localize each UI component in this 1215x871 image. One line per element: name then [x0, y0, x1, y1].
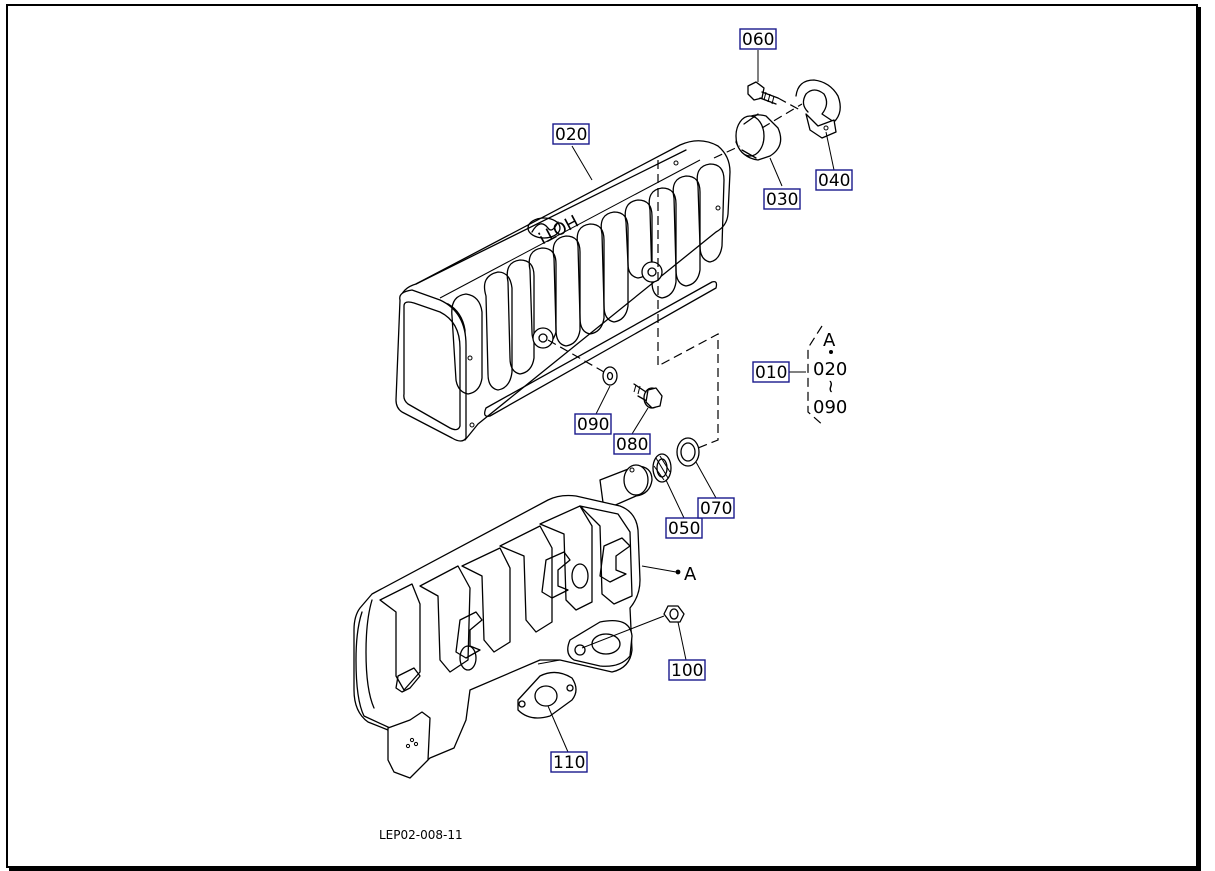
svg-text:110: 110 — [553, 753, 585, 773]
clamp-bolt — [747, 81, 779, 105]
assembly-line-clamp — [761, 103, 803, 129]
part-label-010[interactable]: 010 — [752, 361, 790, 383]
part-label-100[interactable]: 100 — [668, 659, 706, 681]
group-bracket: A 020 ~ 090 — [807, 325, 847, 427]
flange-nut — [663, 605, 685, 623]
tail-pipe — [735, 113, 782, 161]
svg-text:080: 080 — [616, 435, 648, 455]
part-label-050[interactable]: 050 — [665, 517, 703, 539]
muffler-body — [353, 464, 653, 779]
assembly-line-bolt — [777, 97, 801, 111]
part-label-080[interactable]: 080 — [613, 433, 651, 455]
svg-text:060: 060 — [742, 30, 774, 50]
inlet-gasket — [517, 671, 577, 719]
washer — [602, 366, 618, 386]
group-ref-letter: A — [823, 330, 836, 351]
svg-text:050: 050 — [668, 519, 700, 539]
svg-text:070: 070 — [700, 499, 732, 519]
diagram-frame — [6, 4, 1198, 868]
svg-text:020: 020 — [555, 125, 587, 145]
part-label-060[interactable]: 060 — [739, 28, 777, 50]
drawing-code: LEP02-008-11 — [379, 828, 463, 842]
svg-text:040: 040 — [818, 171, 850, 191]
cover-bolt — [633, 383, 663, 409]
band-clamp — [795, 79, 841, 139]
gasket-ring — [652, 453, 672, 483]
reference-mark-a: A — [684, 564, 697, 585]
leader-lines — [537, 50, 835, 753]
part-label-020[interactable]: 020 — [552, 123, 590, 145]
assembly-line-washer — [547, 339, 605, 373]
group-range-start: 020 — [813, 359, 847, 380]
svg-text:100: 100 — [671, 661, 703, 681]
part-label-090[interactable]: 090 — [574, 413, 612, 435]
svg-text:090: 090 — [577, 415, 609, 435]
svg-text:010: 010 — [755, 363, 787, 383]
part-label-110[interactable]: 110 — [550, 751, 588, 773]
part-label-030[interactable]: 030 — [763, 188, 801, 210]
assembly-line-tailpipe — [713, 145, 741, 159]
group-tilde: ~ — [820, 379, 841, 394]
part-label-070[interactable]: 070 — [697, 497, 735, 519]
part-label-040[interactable]: 040 — [815, 169, 853, 191]
heat-shield-cover: HOT! — [395, 140, 731, 442]
group-range-end: 090 — [813, 397, 847, 418]
svg-text:030: 030 — [766, 190, 798, 210]
assembly-line-pipe-drop — [657, 160, 719, 449]
gasket — [676, 437, 700, 467]
